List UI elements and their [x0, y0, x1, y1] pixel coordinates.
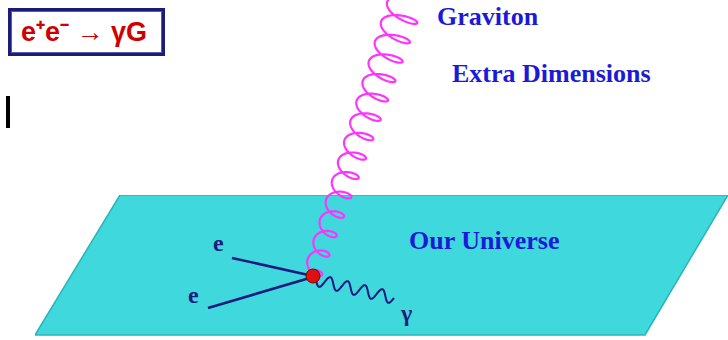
plane-shape: [35, 195, 728, 340]
universe-plane: Our Universe: [35, 195, 728, 340]
particle-label: e: [213, 230, 224, 256]
plane-polygon: [35, 195, 728, 335]
plane-label: Our Universe: [409, 227, 559, 256]
vertex-dot: [306, 269, 320, 283]
reaction-label: e⁺e⁻ → γG: [21, 16, 147, 48]
particle-label: γ: [401, 300, 412, 326]
particle-label: e: [188, 282, 199, 308]
process-box: e⁺e⁻ → γG: [8, 8, 165, 56]
graviton-label: Graviton: [437, 3, 538, 32]
dimensions-label: Extra Dimensions: [452, 60, 651, 89]
margin-bar: [6, 96, 10, 128]
